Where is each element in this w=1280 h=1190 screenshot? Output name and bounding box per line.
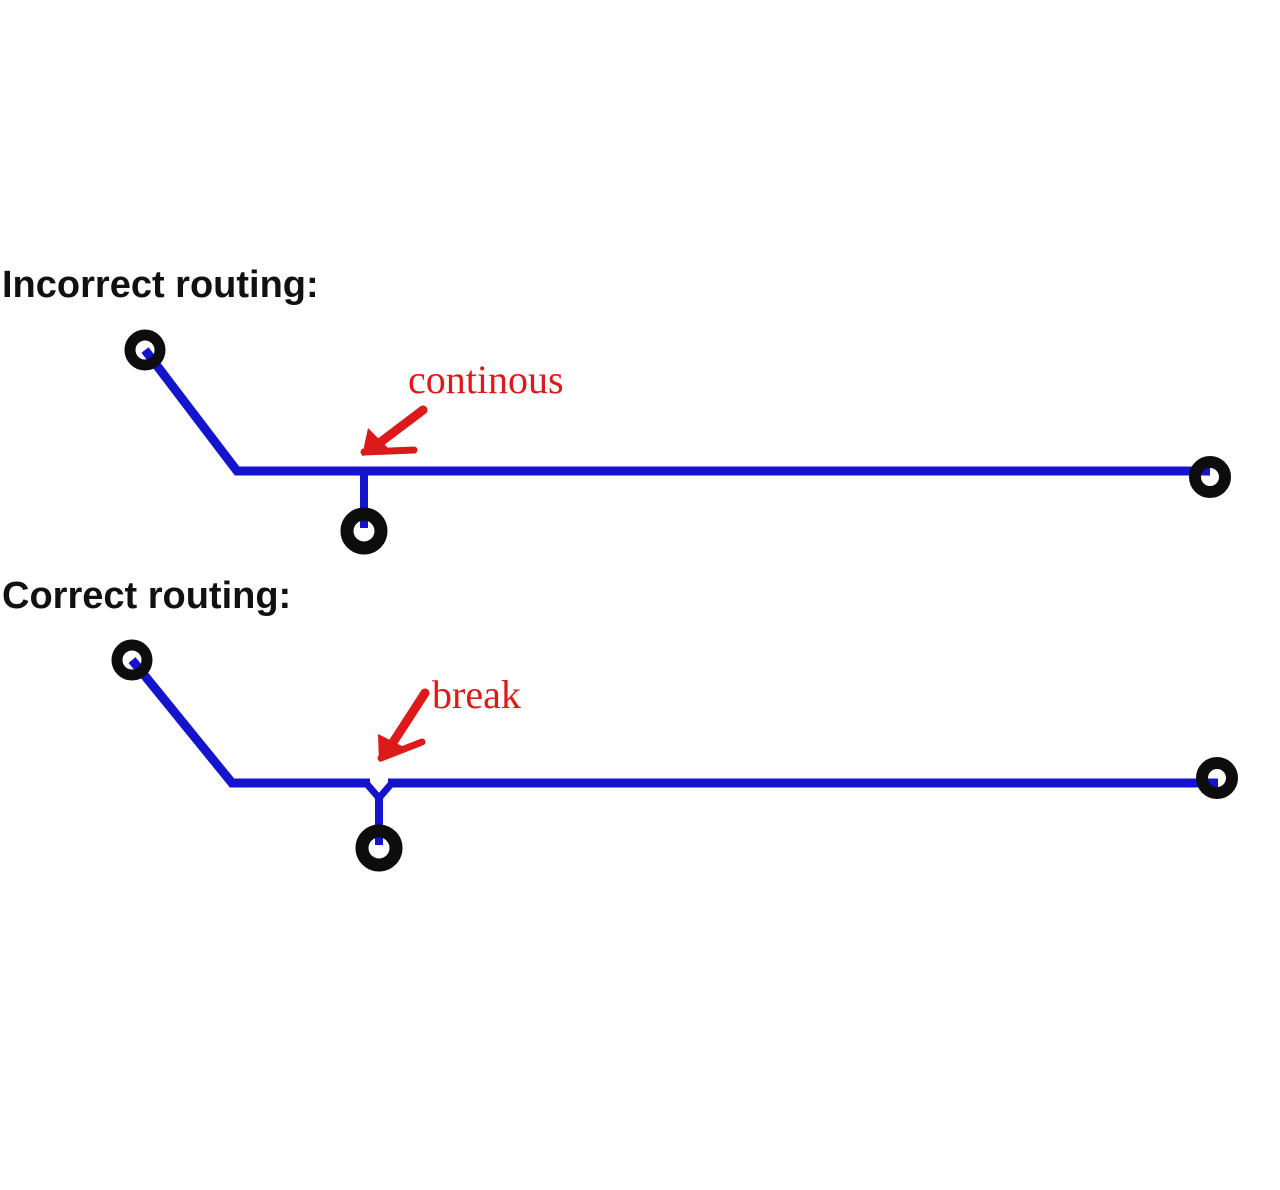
incorrect-trace (141, 347, 1210, 528)
pad-correct-right-icon (1196, 757, 1238, 799)
continous-annotation: continous (408, 357, 564, 402)
incorrect-trace-main (141, 347, 1210, 476)
correct-routing-example: break (111, 639, 1238, 872)
incorrect-routing-example: continous (124, 329, 1231, 555)
pad-incorrect-right-icon (1189, 456, 1231, 498)
pad-correct-bottom-icon (355, 824, 403, 872)
correct-trace-branch (363, 780, 395, 802)
pad-incorrect-top-left-icon (124, 329, 166, 371)
correct-trace (128, 657, 1218, 845)
incorrect-routing-heading: Incorrect routing: (2, 264, 319, 306)
arrow-icon (377, 688, 430, 762)
break-annotation: break (432, 672, 521, 717)
correct-trace-left (128, 657, 370, 788)
arrow-icon (360, 405, 428, 456)
pad-correct-top-left-icon (111, 639, 153, 681)
pad-incorrect-bottom-icon (340, 507, 388, 555)
correct-routing-heading: Correct routing: (2, 575, 292, 617)
